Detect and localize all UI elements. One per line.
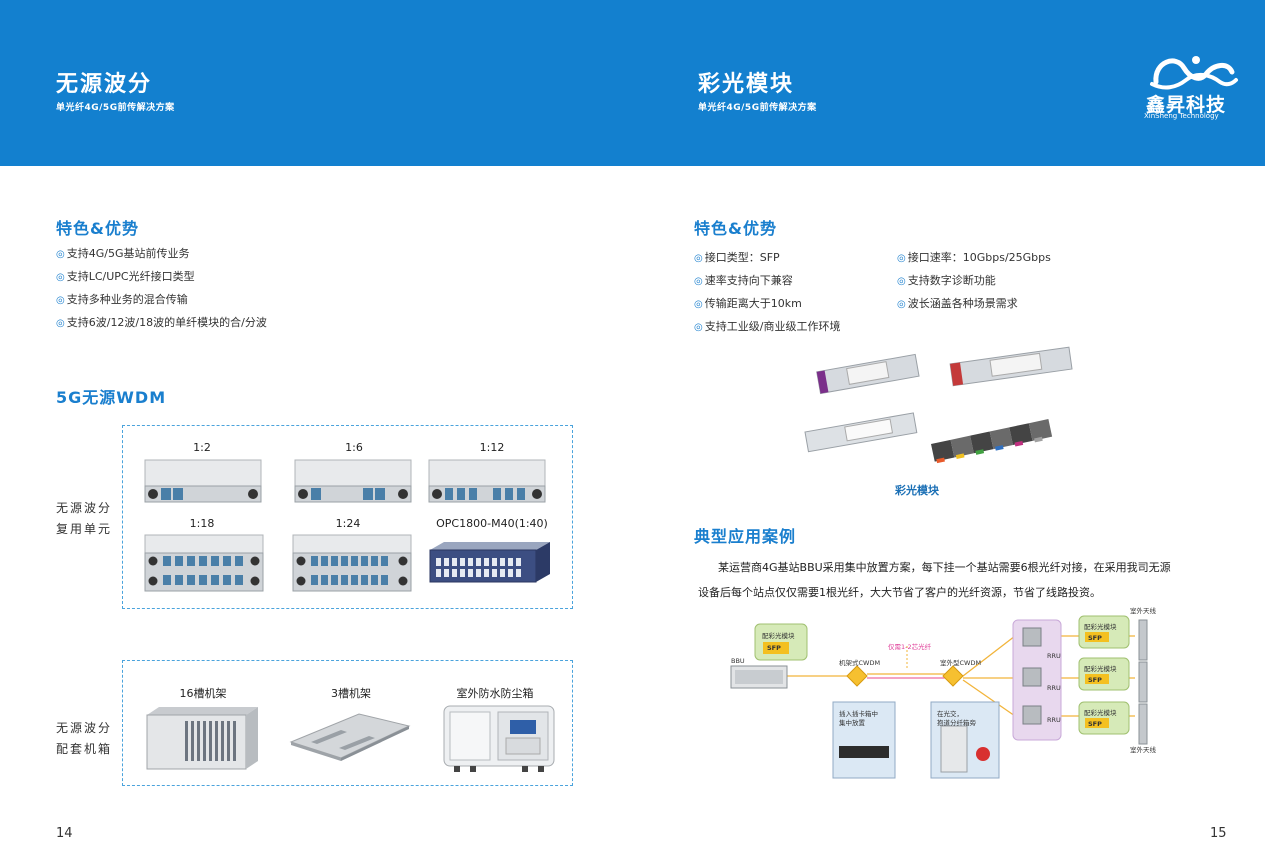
product-label: 3槽机架	[331, 687, 371, 700]
product-label: 1:2	[193, 441, 211, 454]
wdm-module-1x6-image	[294, 459, 412, 503]
product-label: 1:12	[479, 441, 505, 454]
diagram-rru-sfp-callout: 配彩光模块	[1084, 623, 1117, 631]
bullet-icon: ◎	[694, 276, 703, 287]
left-page-number: 14	[56, 826, 73, 841]
product-label: OPC1800-M40(1:40)	[436, 517, 548, 530]
product-label: 室外防水防尘箱	[456, 687, 534, 700]
left-feature-item: ◎支持多种业务的混合传输	[56, 293, 188, 306]
diagram-outdoor-note-1: 在光交，	[937, 710, 963, 718]
right-feature-item: ◎传输距离大于10km	[694, 297, 802, 310]
diagram-sfp-label: SFP	[767, 644, 781, 652]
product-label: 1:18	[189, 517, 215, 530]
bullet-icon: ◎	[56, 249, 65, 260]
diagram-rru-label: RRU	[1047, 684, 1061, 692]
right-page-subtitle: 单光纤4G/5G前传解决方案	[698, 103, 817, 113]
page-header: 无源波分 单光纤4G/5G前传解决方案 彩光模块 单光纤4G/5G前传解决方案 …	[0, 0, 1265, 166]
right-feature-item: ◎接口速率：10Gbps/25Gbps	[897, 251, 1051, 264]
diagram-rru-sfp-label: SFP	[1088, 634, 1102, 642]
product-label: 1:24	[335, 517, 361, 530]
right-features-title: 特色&优势	[694, 219, 777, 238]
xinsheng-logo-icon	[1150, 56, 1238, 90]
bullet-icon: ◎	[694, 253, 703, 264]
diagram-rru-sfp-label: SFP	[1088, 676, 1102, 684]
diagram-antenna-top-label: 室外天线	[1130, 607, 1156, 615]
diagram-rru-label: RRU	[1047, 652, 1061, 660]
bullet-icon: ◎	[56, 318, 65, 329]
left-feature-item: ◎支持LC/UPC光纤接口类型	[56, 270, 195, 283]
right-feature-item: ◎波长涵盖各种场景需求	[897, 297, 1018, 310]
mux-unit-box	[122, 425, 573, 609]
chassis-box	[122, 660, 573, 786]
left-feature-item: ◎支持6波/12波/18波的单纤模块的合/分波	[56, 316, 267, 329]
diagram-outdoor-cwdm-label: 室外型CWDM	[940, 659, 982, 667]
diagram-rack-note-1: 插入插卡箱中	[839, 710, 878, 718]
left-features-title: 特色&优势	[56, 219, 139, 238]
diagram-bbu-label: BBU	[731, 657, 745, 665]
right-feature-item: ◎支持数字诊断功能	[897, 274, 996, 287]
right-page-title: 彩光模块	[698, 72, 795, 97]
outdoor-box-image	[443, 705, 555, 772]
bullet-icon: ◎	[56, 272, 65, 283]
bullet-icon: ◎	[897, 299, 906, 310]
opc1800-m40-rack-image	[429, 542, 550, 583]
diagram-rack-note-2: 集中放置	[839, 719, 865, 727]
diagram-antenna-bottom-label: 室外天线	[1130, 746, 1156, 754]
wdm-section-title: 5G无源WDM	[56, 388, 167, 407]
bullet-icon: ◎	[56, 295, 65, 306]
left-page-subtitle: 单光纤4G/5G前传解决方案	[56, 103, 175, 113]
diagram-rru-sfp-callout: 配彩光模块	[1084, 709, 1117, 717]
application-case-diagram	[730, 615, 1148, 779]
diagram-sfp-callout-label: 配彩光模块	[762, 632, 795, 640]
case-paragraph-line-1: 某运营商4G基站BBU采用集中放置方案，每下挂一个基站需要6根光纤对接，在采用我…	[718, 561, 1171, 574]
product-label: 16槽机架	[179, 687, 227, 700]
bullet-icon: ◎	[694, 322, 703, 333]
case-paragraph-line-2: 设备后每个站点仅仅需要1根光纤，大大节省了客户的光纤资源，节省了线路投资。	[698, 586, 1101, 599]
mux-unit-label: 无源波分复用单元	[56, 501, 113, 536]
chassis-label: 无源波分配套机箱	[56, 721, 113, 756]
right-feature-item: ◎速率支持向下兼容	[694, 274, 793, 287]
wdm-module-1x24-image	[292, 534, 412, 592]
chassis-3-slot-image	[289, 713, 411, 761]
diagram-outdoor-note-2: 抱道分纤箱旁	[937, 719, 976, 727]
case-section-title: 典型应用案例	[694, 527, 797, 546]
module-caption: 彩光模块	[895, 484, 939, 497]
bullet-icon: ◎	[897, 253, 906, 264]
logo-chinese-name: 鑫昇科技	[1146, 94, 1227, 116]
bullet-icon: ◎	[694, 299, 703, 310]
right-page-number: 15	[1210, 826, 1227, 841]
right-feature-item: ◎支持工业级/商业级工作环境	[694, 320, 841, 333]
chassis-16-slot-image	[146, 707, 258, 770]
bullet-icon: ◎	[897, 276, 906, 287]
diagram-rru-label: RRU	[1047, 716, 1061, 724]
wdm-module-1x18-image	[144, 534, 264, 592]
left-page-title: 无源波分	[56, 72, 153, 97]
diagram-rru-sfp-callout: 配彩光模块	[1084, 665, 1117, 673]
diagram-fiber-note: 仅需1-2芯光纤	[888, 643, 932, 651]
product-label: 1:6	[345, 441, 363, 454]
diagram-rru-sfp-label: SFP	[1088, 720, 1102, 728]
logo-english-name: XinSheng Technology	[1144, 112, 1219, 120]
wdm-module-1x2-image	[144, 459, 262, 503]
sfp-modules-image	[804, 346, 1073, 464]
wdm-module-1x12-image	[428, 459, 546, 503]
left-feature-item: ◎支持4G/5G基站前传业务	[56, 247, 190, 260]
right-feature-item: ◎接口类型：SFP	[694, 251, 780, 264]
diagram-rack-cwdm-label: 机架式CWDM	[839, 659, 881, 667]
